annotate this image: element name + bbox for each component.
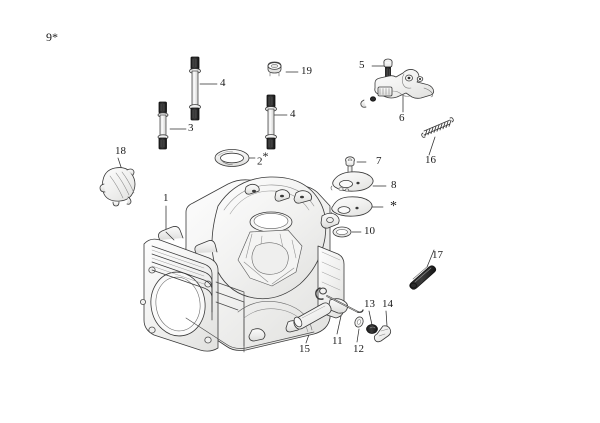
callout-label-14: 14: [382, 298, 393, 310]
callout-label-3: 3: [188, 122, 194, 134]
part-retainer-clip: [366, 324, 378, 334]
callout-label-10: 10: [364, 225, 375, 237]
callout-2-number: 2: [257, 155, 263, 168]
part-stud-bolt-long-upper: [189, 56, 201, 121]
callout-label-1: 1: [163, 192, 169, 204]
callout-label-4-lower: 4: [290, 108, 296, 120]
corner-note-9: 9*: [46, 30, 58, 44]
callout-label-6: 6: [399, 112, 405, 124]
callout-label-15: 15: [299, 343, 310, 355]
part-oil-filler-cap: [99, 167, 136, 207]
callout-label-2: 2*: [257, 150, 269, 168]
part-coil-spring: [421, 117, 454, 138]
callout-label-13: 13: [364, 298, 375, 310]
part-cylinder-block: [139, 176, 348, 353]
part-gasket-asterisk: [330, 196, 373, 217]
callout-label-7: 7: [376, 155, 382, 167]
part-breather-plate: [330, 171, 374, 192]
part-o-ring: [332, 226, 352, 238]
part-washer-clip: [354, 316, 364, 328]
callout-label-18: 18: [115, 145, 126, 157]
callout-label-4-upper: 4: [220, 77, 226, 89]
callout-label-17: 17: [432, 249, 443, 261]
callout-label-19: 19: [301, 65, 312, 77]
callout-label-5: 5: [359, 59, 365, 71]
callout-2-star: *: [262, 149, 269, 163]
callout-label-11: 11: [332, 335, 343, 347]
leader-lines: [117, 65, 436, 344]
callout-label-16: 16: [425, 154, 436, 166]
part-seal-ring: [214, 149, 250, 167]
part-cotter-pin: [373, 325, 392, 343]
part-stud-bolt-short: [157, 101, 169, 150]
part-flange-bolt: [383, 58, 393, 80]
part-governor-rod: [315, 287, 364, 313]
part-nut-grommet: [267, 61, 282, 77]
part-dowel-pin: [409, 265, 437, 290]
callout-label-12: 12: [353, 343, 364, 355]
callout-label-gasket-star: *: [390, 199, 397, 214]
part-sleeve-tube: [293, 302, 332, 330]
part-governor-bracket: [360, 69, 435, 108]
callout-label-8: 8: [391, 179, 397, 191]
part-cover-bolt: [345, 156, 355, 174]
part-stud-bolt-long-lower: [265, 94, 277, 150]
